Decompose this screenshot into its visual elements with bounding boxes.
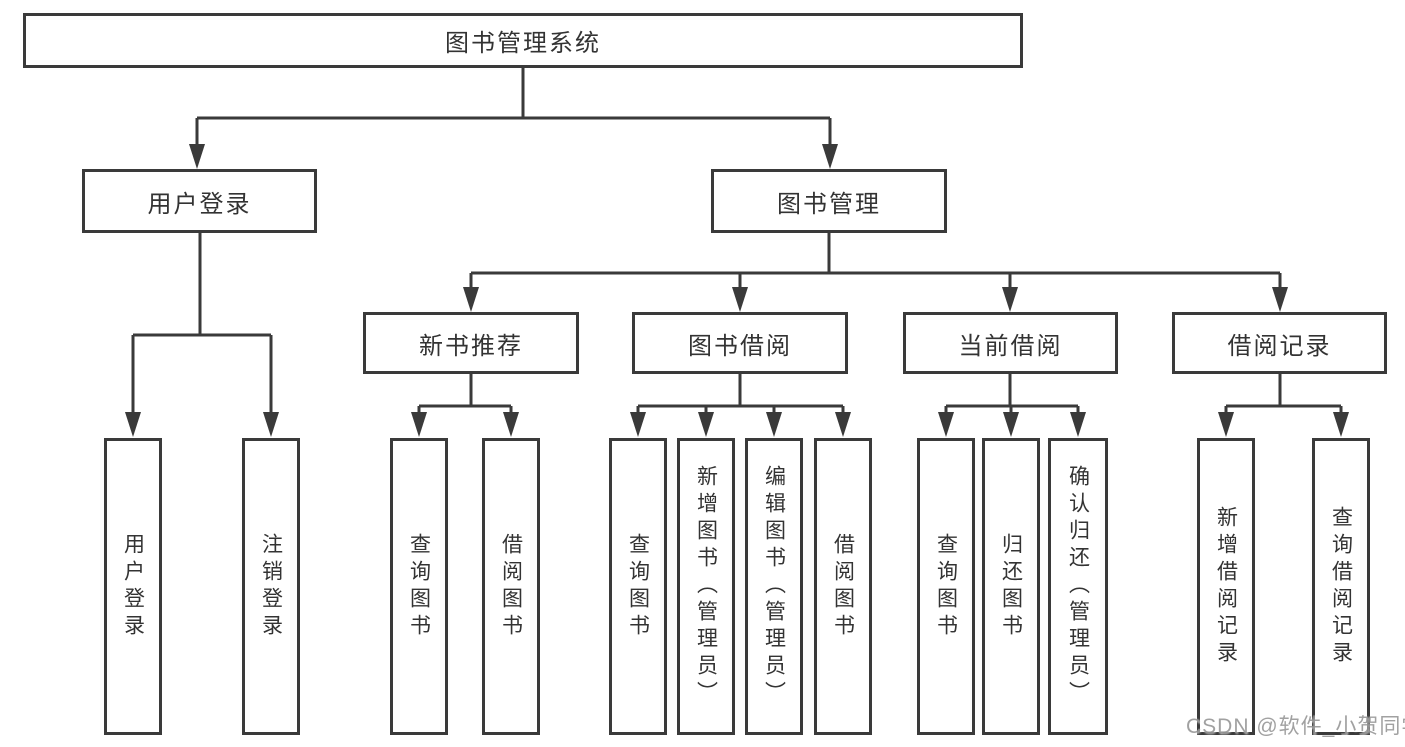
leaf-borrow-query: 查询图书 (609, 438, 667, 735)
node-user-login-label: 用户登录 (147, 190, 252, 218)
node-book-mgmt-label: 图书管理 (777, 190, 881, 218)
node-new-books-label: 新书推荐 (419, 332, 523, 360)
leaf-label: 注销登录 (259, 532, 283, 641)
node-root-label: 图书管理系统 (445, 30, 601, 57)
leaf-label: 查询图书 (626, 532, 650, 641)
leaf-label: 借阅图书 (499, 532, 523, 641)
arrowhead (766, 412, 782, 437)
leaf-borrow-book: 借阅图书 (814, 438, 872, 735)
node-book-mgmt: 图书管理 (711, 169, 947, 233)
csdn-watermark: CSDN @软件_小贺同学 (1186, 715, 1405, 738)
leaf-logout: 注销登录 (242, 438, 300, 735)
arrowhead (630, 412, 646, 437)
node-user-login: 用户登录 (82, 169, 317, 233)
node-root: 图书管理系统 (23, 13, 1023, 68)
leaf-current-return: 归还图书 (982, 438, 1040, 735)
leaf-label: 借阅图书 (831, 532, 855, 641)
leaf-label: 归还图书 (999, 532, 1023, 641)
arrowhead (503, 412, 519, 437)
leaf-label: 用户登录 (121, 532, 145, 641)
arrowhead (411, 412, 427, 437)
leaf-label: 确认归还（管理员） (1066, 465, 1090, 708)
node-borrow-records-label: 借阅记录 (1227, 332, 1332, 360)
arrowhead (835, 412, 851, 437)
node-book-borrow: 图书借阅 (632, 312, 848, 374)
arrowhead (1218, 412, 1234, 437)
arrowhead (698, 412, 714, 437)
arrowhead (1003, 412, 1019, 437)
leaf-current-query: 查询图书 (917, 438, 975, 735)
leaf-label: 查询图书 (407, 532, 431, 641)
leaf-records-query: 查询借阅记录 (1312, 438, 1370, 735)
leaf-current-confirm-admin: 确认归还（管理员） (1048, 438, 1108, 735)
arrowhead (1272, 287, 1288, 312)
arrowhead (938, 412, 954, 437)
leaf-newbooks-borrow: 借阅图书 (482, 438, 540, 735)
node-borrow-records: 借阅记录 (1172, 312, 1387, 374)
node-new-books: 新书推荐 (363, 312, 579, 374)
leaf-label: 查询图书 (934, 532, 958, 641)
arrowhead (1070, 412, 1086, 437)
leaf-newbooks-query: 查询图书 (390, 438, 448, 735)
arrowhead (263, 412, 279, 437)
arrowhead (463, 287, 479, 312)
node-book-borrow-label: 图书借阅 (688, 332, 792, 360)
arrowhead (1002, 287, 1018, 312)
leaf-label: 查询借阅记录 (1329, 505, 1353, 668)
leaf-label: 新增借阅记录 (1214, 505, 1238, 668)
arrowheads (125, 144, 1349, 437)
leaf-label: 新增图书（管理员） (694, 465, 718, 708)
leaf-records-add: 新增借阅记录 (1197, 438, 1255, 735)
leaf-borrow-add-admin: 新增图书（管理员） (677, 438, 735, 735)
leaf-user-login: 用户登录 (104, 438, 162, 735)
leaf-borrow-edit-admin: 编辑图书（管理员） (745, 438, 803, 735)
arrowhead (732, 287, 748, 312)
leaf-label: 编辑图书（管理员） (762, 465, 786, 708)
arrowhead (822, 144, 838, 169)
arrowhead (1333, 412, 1349, 437)
arrowhead (125, 412, 141, 437)
node-current-borrow: 当前借阅 (903, 312, 1118, 374)
connector-lines (131, 68, 1343, 414)
arrowhead (189, 144, 205, 169)
node-current-borrow-label: 当前借阅 (958, 332, 1063, 360)
